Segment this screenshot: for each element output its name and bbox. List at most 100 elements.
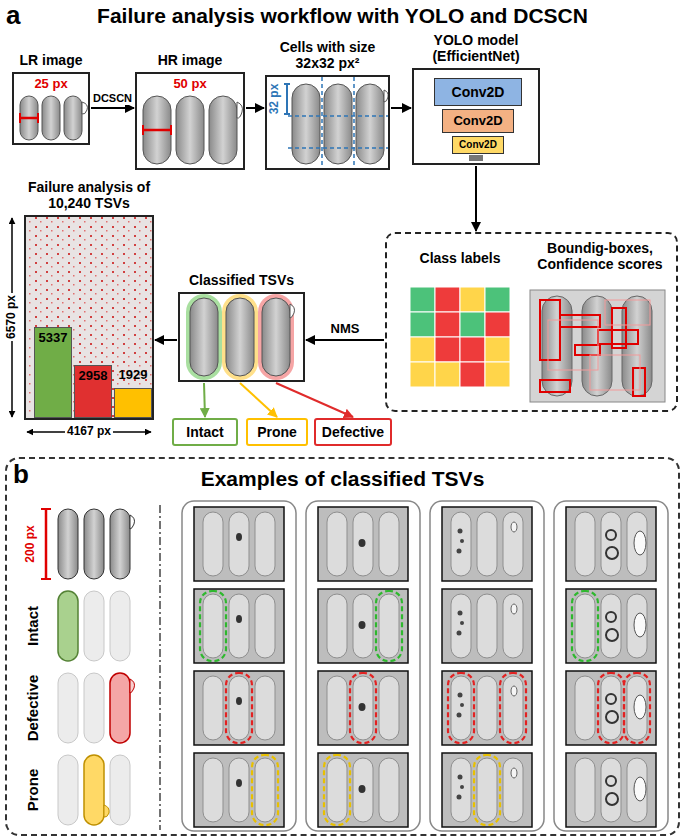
node-label: HR image — [135, 52, 245, 68]
classified-illustration — [222, 294, 258, 380]
example-images — [457, 522, 518, 554]
hr-image-illustration — [209, 96, 237, 164]
example-images — [359, 539, 366, 547]
example-images — [194, 671, 284, 745]
bounding-box-image — [575, 345, 600, 355]
class-grid — [460, 362, 485, 387]
class-grid — [460, 287, 485, 312]
cells-illustration — [288, 147, 389, 149]
example-images — [194, 589, 284, 663]
bar: 2958 — [74, 365, 112, 418]
class-grid — [410, 287, 510, 387]
model-base — [469, 155, 483, 161]
image-box: LR image25 px — [12, 72, 90, 145]
example-images — [566, 589, 656, 663]
row-label: Intact — [24, 606, 41, 646]
example-images — [566, 671, 656, 745]
example-images — [324, 755, 350, 825]
dimension-label: 6570 px — [5, 293, 19, 341]
node-label: 5337 — [35, 331, 71, 346]
example-images — [572, 591, 598, 661]
node-label: Cells with size 32x32 px² — [260, 39, 395, 71]
cells-illustration — [284, 77, 389, 168]
example-images — [606, 530, 646, 559]
node-sublabel: 32 px — [268, 84, 282, 115]
example-images — [474, 755, 500, 825]
class-grid — [410, 287, 435, 312]
lr-image-illustration — [20, 117, 38, 120]
example-images — [566, 507, 656, 581]
legend-tsv-column — [84, 591, 104, 661]
example-images — [359, 621, 366, 629]
legend-tsv-column — [41, 578, 51, 580]
example-images — [442, 671, 532, 745]
legend-tsv-column — [84, 509, 104, 579]
node-label: Intact — [186, 424, 223, 440]
node-label: Class labels — [405, 250, 515, 266]
flow-arrow — [276, 383, 353, 417]
class-grid — [485, 337, 510, 362]
example-frames — [182, 501, 296, 831]
cells-illustration — [321, 77, 323, 168]
node-label: Examples of classified TSVs — [7, 467, 678, 491]
node-sublabel: 25 px — [14, 77, 88, 92]
example-images — [457, 604, 518, 636]
hr-image-illustration — [143, 96, 171, 164]
bounding-box-image — [598, 330, 638, 344]
legend-tsv-column — [41, 508, 51, 510]
example-images — [448, 673, 474, 743]
node-label: 1929 — [108, 368, 158, 383]
legend-tsv-column — [58, 509, 78, 579]
example-images — [606, 776, 646, 805]
legend-tsv-column — [110, 673, 130, 743]
example-images — [350, 673, 376, 743]
example-images — [318, 507, 408, 581]
lr-image-illustration — [37, 113, 39, 123]
output-group: Class labelsBoundig-boxes, Confidence sc… — [385, 232, 678, 412]
example-images — [194, 507, 284, 581]
class-grid — [410, 362, 435, 387]
bounding-box-image — [530, 290, 665, 402]
legend-tsv-column — [104, 805, 109, 817]
example-images — [318, 671, 408, 745]
class-tag: Defective — [314, 418, 392, 446]
hr-image-illustration — [142, 125, 144, 135]
example-images — [606, 694, 646, 723]
chart-box: Failure analysis of 10,240 TSVs533729581… — [24, 215, 154, 420]
class-grid — [485, 362, 510, 387]
example-images — [624, 673, 650, 743]
example-images — [359, 703, 366, 711]
legend-tsv-column — [58, 591, 78, 661]
bounding-box-image — [633, 368, 645, 396]
node-label: Conv2D — [459, 139, 497, 151]
example-images — [566, 507, 656, 581]
legend-tsv-column — [110, 591, 130, 661]
example-images — [359, 785, 366, 793]
example-frames — [554, 501, 668, 831]
example-images — [442, 589, 532, 663]
flow-arrow — [391, 107, 411, 109]
lr-image-illustration — [42, 96, 60, 140]
node-sublabel: 50 px — [137, 77, 243, 92]
class-grid — [485, 312, 510, 337]
image-box: HR image50 px — [135, 72, 245, 170]
classified-illustration — [262, 298, 290, 376]
example-frames — [306, 501, 420, 831]
legend-tsv-column — [41, 505, 160, 830]
legend-tsv-column — [45, 509, 48, 579]
node-label: 2958 — [75, 369, 111, 384]
bounding-box-image — [590, 355, 640, 390]
failure-map — [12, 215, 154, 432]
flow-arrow — [240, 383, 277, 417]
node-label: Failure analysis of 10,240 TSVs — [14, 179, 164, 211]
cells-illustration — [384, 90, 388, 102]
bounding-box-image — [530, 290, 665, 402]
failure-map — [24, 215, 154, 420]
example-images — [566, 753, 656, 827]
example-images — [194, 507, 284, 581]
class-tag: Prone — [246, 418, 308, 446]
image-box: Classified TSVs — [178, 292, 305, 382]
node-label: Defective — [322, 424, 384, 440]
example-images — [606, 612, 646, 641]
lr-image-illustration — [82, 102, 87, 114]
